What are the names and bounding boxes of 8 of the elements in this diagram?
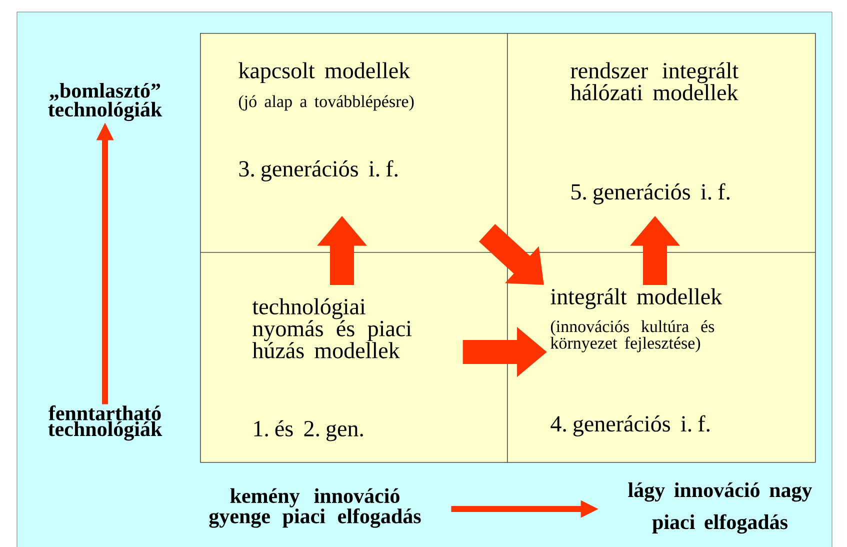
- quadrant-box: technológiai nyomás és piaci húzás modellek 1. és 2. gen.: [200, 252, 508, 463]
- axis-label: fenntartható technológiák: [48, 405, 162, 441]
- quadrant-box: integrált modellek (innovációs kultúra és környezet fejlesztése) 4. generációs i. f.: [507, 252, 816, 463]
- axis-label: lágy innováció nagy piaci elfogadás: [628, 482, 812, 534]
- axis-label: kemény innováció gyenge piaci elfogadás: [209, 488, 421, 528]
- quadrant-box: rendszer integrált hálózati modellek 5. generációs i. f.: [507, 33, 816, 253]
- quadrant-box: kapcsolt modellek (jó alap a továbblépésre) 3. generációs i. f.: [200, 33, 508, 253]
- axis-label: „bomlasztó” technológiák: [48, 82, 162, 122]
